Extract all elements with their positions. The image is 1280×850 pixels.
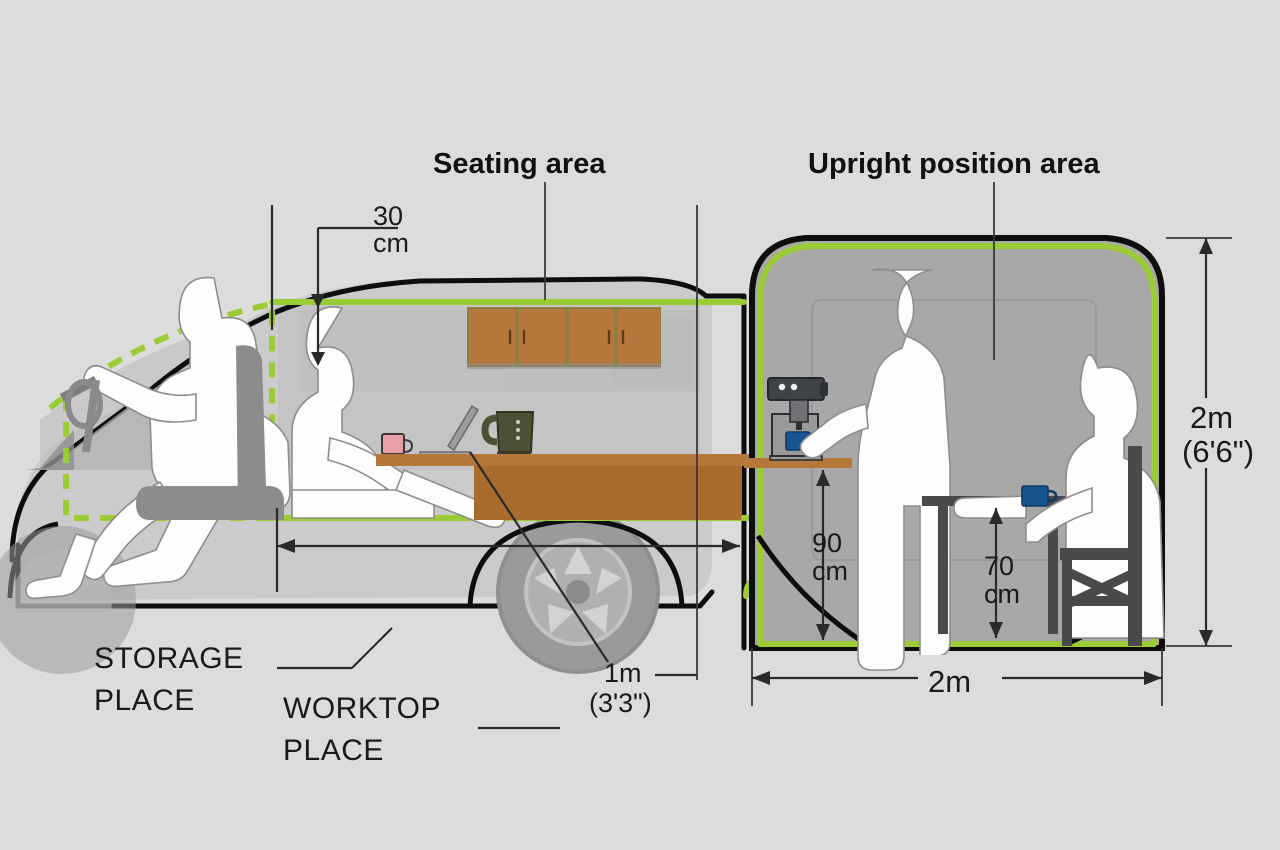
heading-upright-position-area: Upright position area [808, 148, 1101, 180]
driver-seat [136, 345, 284, 520]
dimension-worktop-height: 90 cm [812, 470, 848, 640]
headroom-unit: cm [373, 228, 409, 258]
worktop-place-line1: WORKTOP [283, 692, 441, 725]
callout-worktop-place: WORKTOP PLACE [283, 692, 560, 767]
rear-upright-box [749, 235, 1165, 651]
table-height-value: 70 [984, 551, 1014, 581]
dining-chair [1060, 446, 1142, 646]
headroom-value: 30 [373, 201, 403, 231]
callout-storage-place: STORAGE PLACE [94, 627, 393, 717]
overhead-cabinet-unit [467, 307, 661, 369]
interior-height-imperial: (6'6") [1182, 434, 1254, 469]
seating-length-metric: 1m [604, 658, 642, 688]
dimension-interior-height: 2m (6'6") [1166, 237, 1266, 647]
blue-mug-icon [1021, 485, 1058, 507]
worktop-leader-line [469, 451, 609, 663]
table-height-unit: cm [984, 579, 1020, 609]
kettle-icon [481, 411, 535, 457]
van-roof-outline [9, 276, 747, 563]
worktop-height-unit: cm [812, 556, 848, 586]
seating-length-imperial: (3'3") [589, 688, 652, 718]
dimension-seating-length: 1m (3'3") [275, 508, 740, 718]
storage-place-line2: PLACE [94, 684, 195, 717]
standing-person-silhouette [799, 268, 951, 671]
storage-place-line1: STORAGE [94, 642, 244, 675]
interior-height-metric: 2m [1190, 400, 1233, 435]
worktop-height-value: 90 [812, 528, 842, 558]
dimension-interior-width: 2m [751, 648, 1163, 706]
steering-wheel [59, 376, 103, 453]
dimension-headroom: 30 cm [270, 201, 409, 366]
worktop-place-line2: PLACE [283, 734, 384, 767]
heading-seating-area: Seating area [433, 148, 606, 180]
rear-wheel [467, 510, 685, 674]
seating-area-guides [544, 182, 698, 680]
dimension-table-height: 70 cm [984, 508, 1020, 638]
interior-width-metric: 2m [928, 664, 971, 699]
rear-shelf [744, 458, 852, 468]
